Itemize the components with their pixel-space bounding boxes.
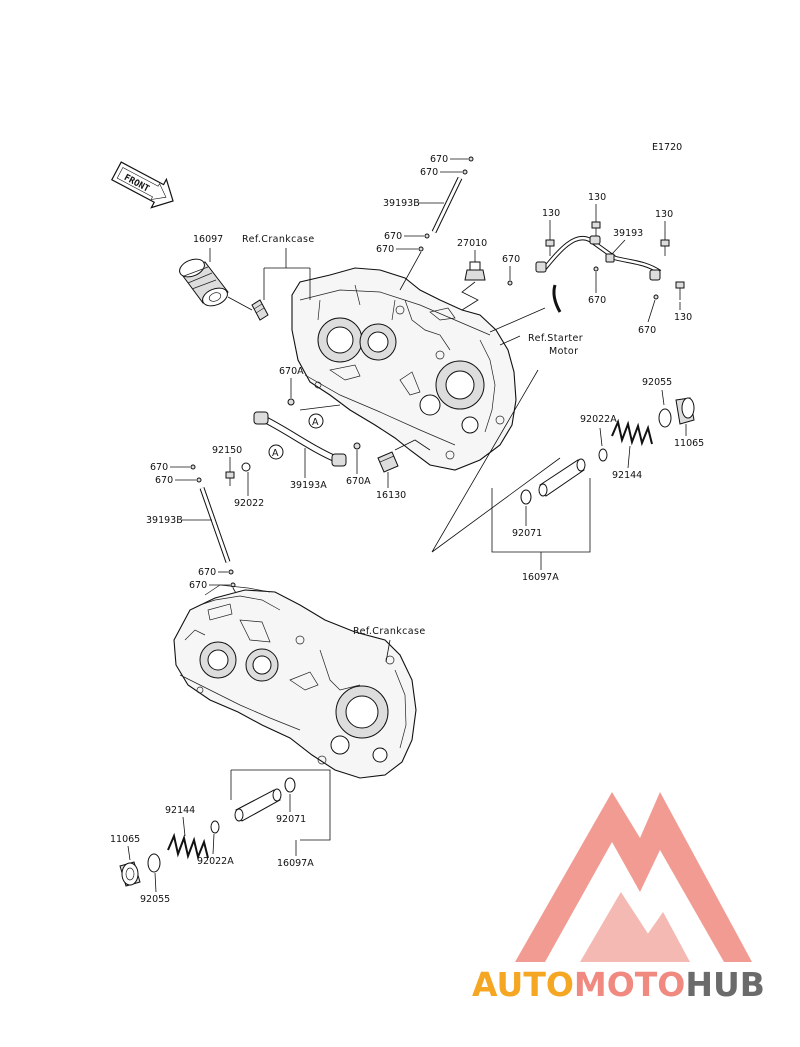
- washer-92022a-top: [598, 448, 608, 462]
- ref-starter-label-1: Ref.Starter: [528, 333, 583, 344]
- label-130-c: 130: [655, 209, 673, 220]
- oil-pipe-39193a: [253, 411, 347, 467]
- circle-a-label-1: A: [312, 417, 319, 428]
- plug-11065-top: [675, 397, 695, 425]
- label-130-d: 130: [674, 312, 692, 323]
- bolt-130-b: [591, 221, 601, 236]
- relief-valve-16130: [377, 451, 399, 473]
- label-670-m4: 670: [189, 580, 207, 591]
- reference-circle-a-1: [308, 413, 324, 429]
- o-ring-92071-bottom: [284, 777, 296, 793]
- washer-92022a-bottom: [210, 820, 220, 834]
- lower-crankcase-illustration: [173, 584, 417, 779]
- o-ring-92071-top: [520, 489, 532, 505]
- plug-11065-bottom: [119, 861, 141, 887]
- upper-crankcase-illustration: [291, 267, 517, 471]
- washer-92022: [241, 462, 251, 472]
- label-27010: 27010: [457, 238, 487, 249]
- label-130-b: 130: [588, 192, 606, 203]
- oil-pipe-39193b-top: [431, 176, 463, 234]
- label-670-t2: 670: [420, 167, 438, 178]
- watermark-text: AUTOMOTOHUB: [472, 965, 765, 1004]
- ref-crankcase-bottom-label: Ref.Crankcase: [353, 626, 426, 637]
- label-92022a-top: 92022A: [580, 414, 617, 425]
- label-92055-bottom: 92055: [140, 894, 170, 905]
- watermark-part-auto: AUTO: [472, 965, 574, 1004]
- label-39193a: 39193A: [290, 480, 327, 491]
- label-670-t4: 670: [376, 244, 394, 255]
- label-92022: 92022: [234, 498, 264, 509]
- label-670-r3: 670: [638, 325, 656, 336]
- label-92071-top: 92071: [512, 528, 542, 539]
- label-92055-top: 92055: [642, 377, 672, 388]
- label-92022a-bottom: 92022A: [197, 856, 234, 867]
- oil-filter-part: [179, 258, 229, 307]
- pipe-16097a-top: [538, 458, 586, 497]
- label-39193: 39193: [613, 228, 643, 239]
- ref-crankcase-top-label: Ref.Crankcase: [242, 234, 315, 245]
- circle-a-label-2: A: [272, 448, 279, 459]
- label-670a-bottom: 670A: [346, 476, 371, 487]
- reference-circle-a-2: [268, 444, 284, 460]
- label-670a-left: 670A: [279, 366, 304, 377]
- label-11065-top: 11065: [674, 438, 704, 449]
- watermark-part-hub: HUB: [685, 965, 765, 1004]
- o-ring-92055-top: [658, 408, 672, 428]
- front-arrow-icon: FRONT: [111, 161, 174, 209]
- label-39193b-top: 39193B: [383, 198, 420, 209]
- label-670-m1: 670: [150, 462, 168, 473]
- label-16097a-top: 16097A: [522, 572, 559, 583]
- label-670-m2: 670: [155, 475, 173, 486]
- bolt-130-d: [675, 281, 685, 300]
- bolt-92150: [225, 471, 235, 486]
- oil-pipe-39193: [535, 235, 662, 313]
- spring-92144-top: [611, 418, 653, 447]
- pipe-16097a-bottom: [234, 788, 282, 822]
- label-16097a-bottom: 16097A: [277, 858, 314, 869]
- label-670-r2: 670: [588, 295, 606, 306]
- label-130-a: 130: [542, 208, 560, 219]
- label-92144-top: 92144: [612, 470, 642, 481]
- label-670-t1: 670: [430, 154, 448, 165]
- label-16130: 16130: [376, 490, 406, 501]
- label-11065-bottom: 11065: [110, 834, 140, 845]
- ref-starter-label-2: Motor: [549, 346, 578, 357]
- automotohub-watermark-logo: [515, 792, 752, 962]
- label-16097: 16097: [193, 234, 223, 245]
- label-670-m3: 670: [198, 567, 216, 578]
- watermark-part-moto: MOTO: [574, 965, 685, 1004]
- spring-92144-bottom: [167, 832, 209, 861]
- bolt-130-a: [545, 239, 555, 256]
- oil-pipe-39193b-middle: [199, 487, 231, 563]
- label-92144-bottom: 92144: [165, 805, 195, 816]
- oil-filter-nipple: [251, 299, 269, 321]
- label-670-t3: 670: [384, 231, 402, 242]
- label-39193b-middle: 39193B: [146, 515, 183, 526]
- label-92150: 92150: [212, 445, 242, 456]
- diagram-code: E1720: [652, 142, 682, 153]
- label-92071-bottom: 92071: [276, 814, 306, 825]
- bolt-130-c: [660, 239, 670, 256]
- label-670-r1: 670: [502, 254, 520, 265]
- o-ring-92055-bottom: [147, 853, 161, 873]
- oil-pressure-switch-part: [464, 261, 486, 281]
